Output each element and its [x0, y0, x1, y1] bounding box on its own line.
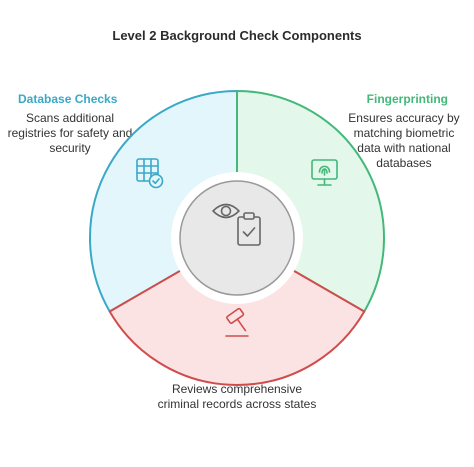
fingerprinting-title: Fingerprinting [366, 92, 448, 106]
national-criminal-history-description: Reviews comprehensive criminal records a… [157, 382, 317, 411]
fingerprint-monitor-icon [311, 159, 338, 186]
eye-clipboard-check-icon [212, 203, 261, 246]
national-criminal-history-segment [108, 237, 366, 386]
database-checks-title: Database Checks [18, 92, 118, 106]
diagram-title: Level 2 Background Check Components [112, 28, 362, 43]
gavel-icon [225, 307, 249, 337]
center-circle [179, 180, 295, 296]
database-table-check-icon [136, 158, 164, 189]
fingerprinting-description: Ensures accuracy by matching biometric d… [348, 111, 460, 170]
database-checks-description: Scans additional registries for safety a… [7, 111, 133, 155]
